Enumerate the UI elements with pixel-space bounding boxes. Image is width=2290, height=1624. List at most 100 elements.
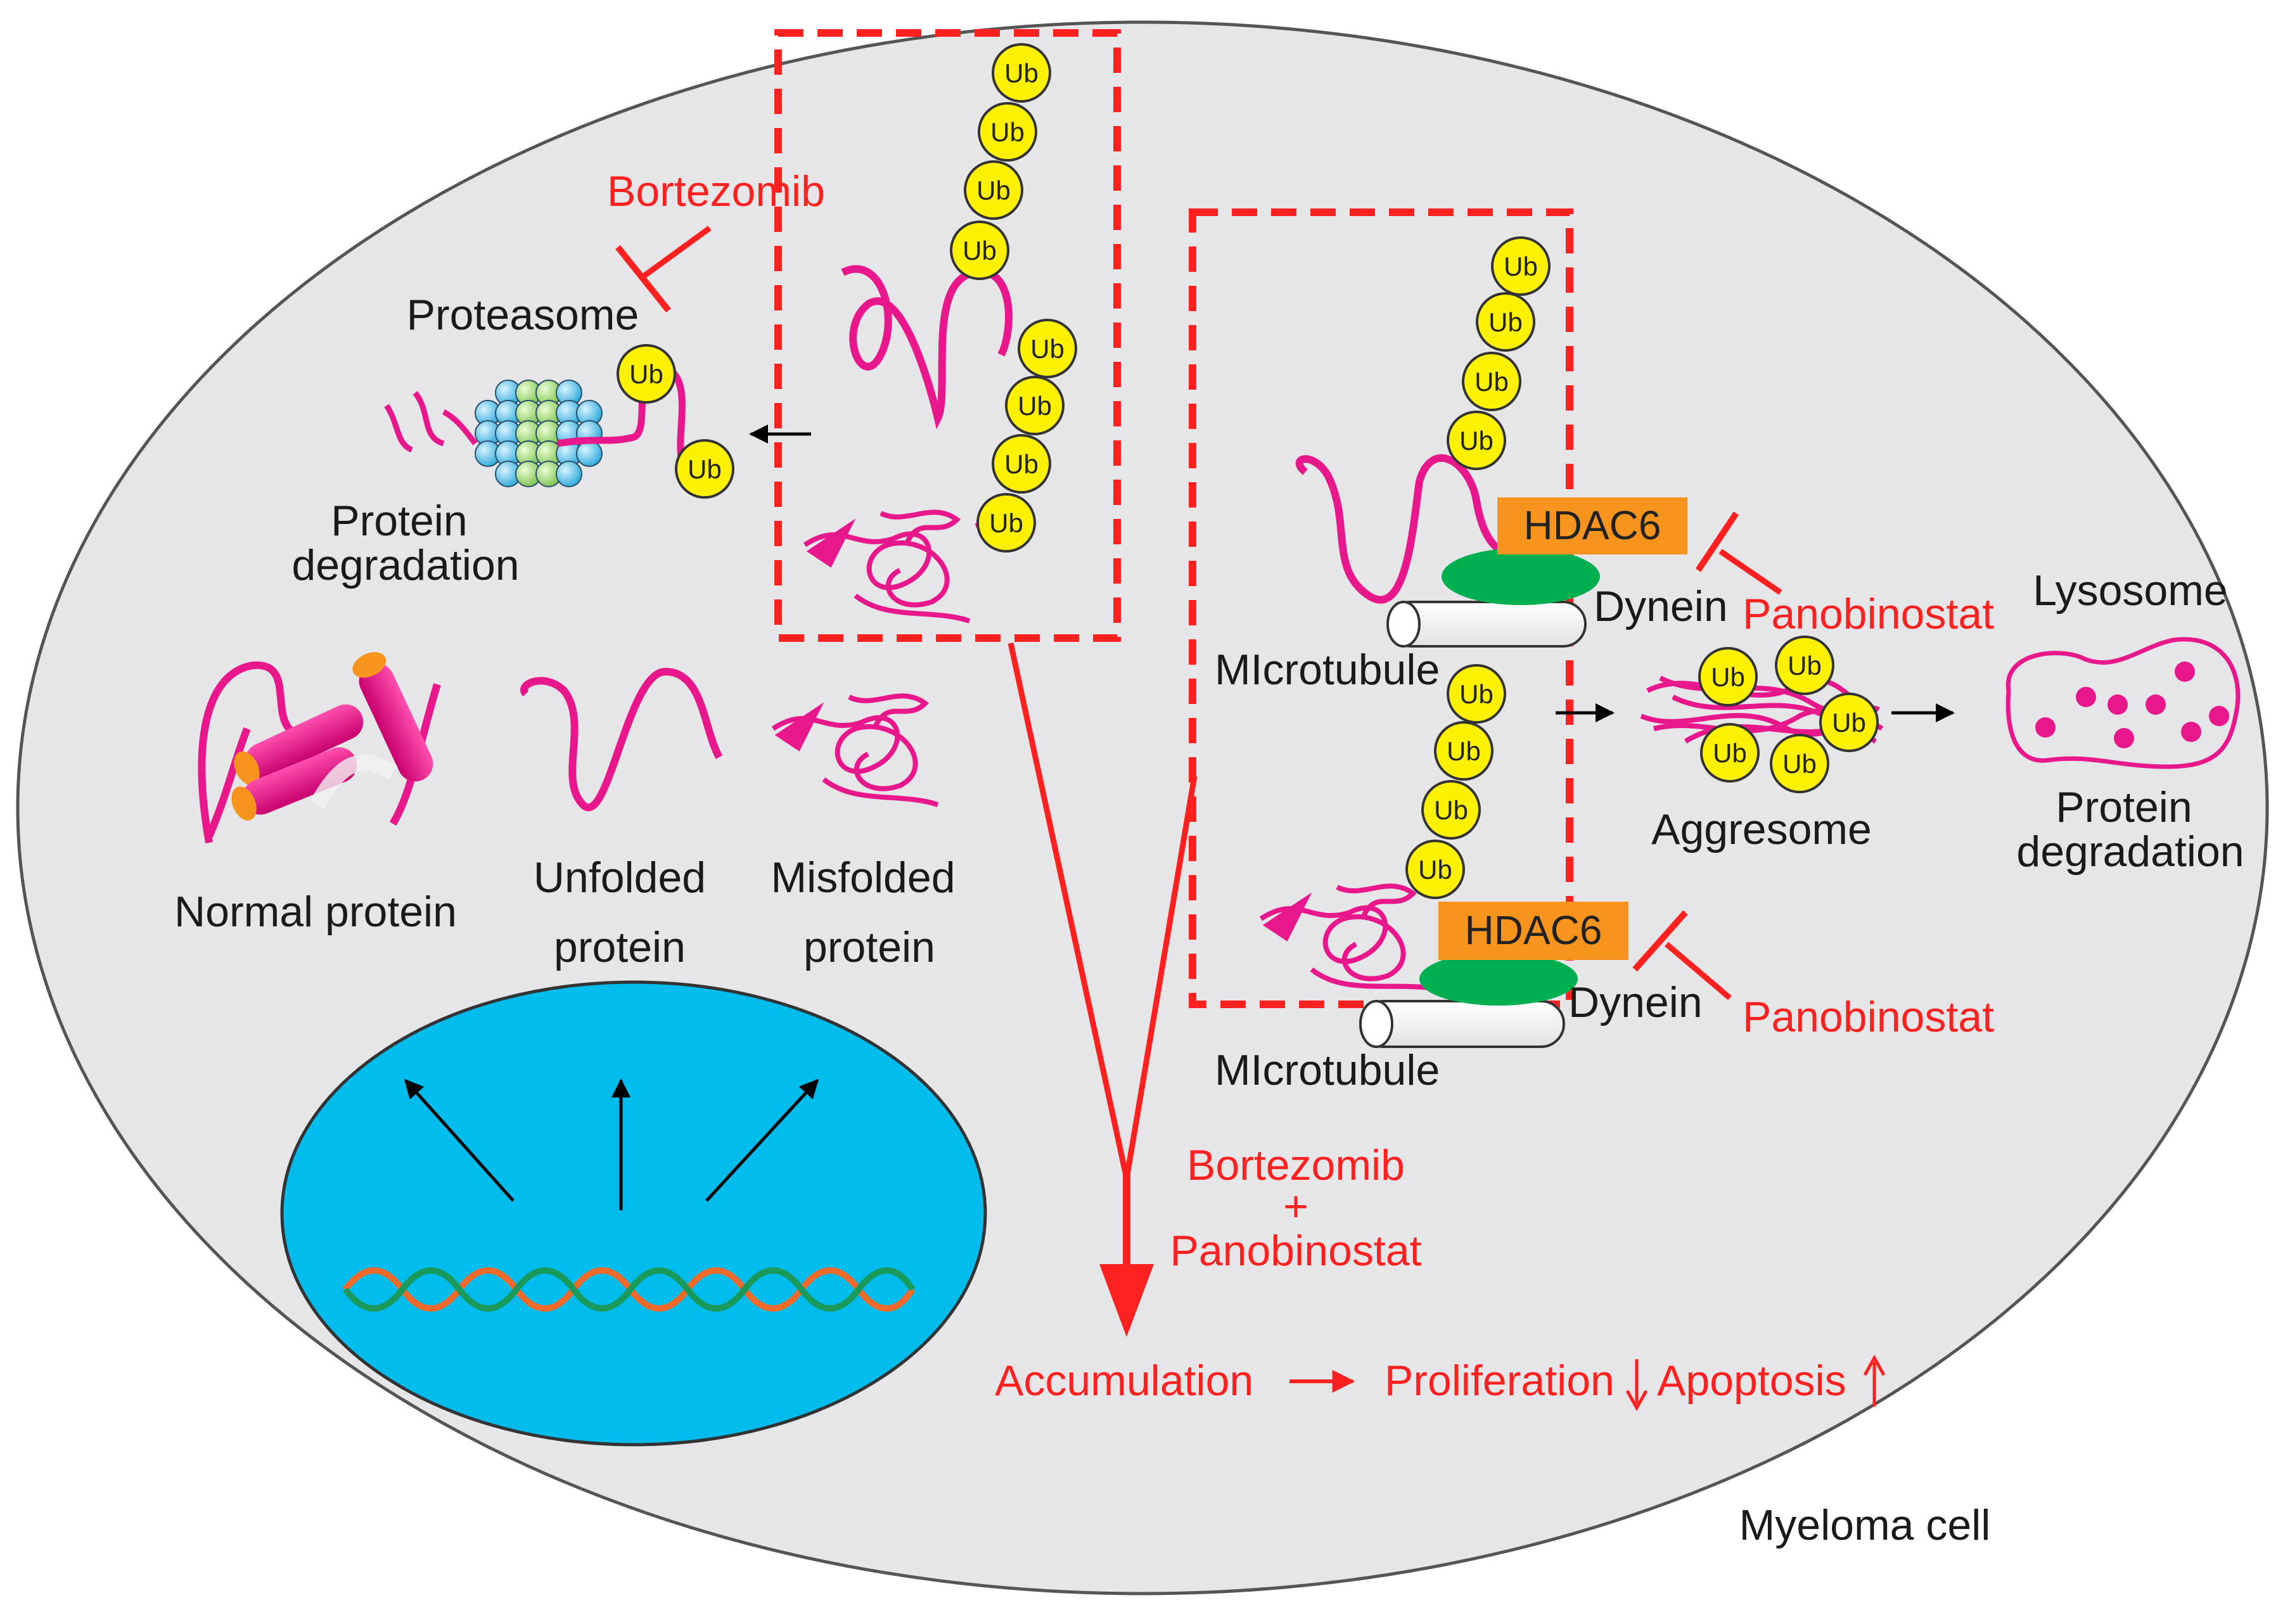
protein-degradation-left-line2: degradation (291, 541, 519, 589)
ubiquitin-icon: Ub (1775, 636, 1834, 695)
ubiquitin-icon: Ub (1434, 721, 1494, 781)
hdac6-bound-misfolded-protein (1259, 883, 1439, 991)
ubiquitin-label: Ub (1713, 738, 1747, 768)
ubiquitin-icon: Ub (1005, 376, 1065, 435)
ubiquitin-label: Ub (1004, 449, 1039, 479)
proliferation-label: Proliferation (1385, 1357, 1615, 1405)
unfolded-label-line2: protein (554, 923, 686, 971)
microtubule-icon (1359, 1000, 1565, 1048)
hdac6-bottom-box (1438, 902, 1628, 960)
inhibition-icon (1632, 910, 1732, 1001)
nucleus-icon (280, 980, 987, 1447)
ubiquitin-icon: Ub (1018, 319, 1077, 378)
misfolded-protein-icon (771, 693, 939, 807)
aggresome-label: Aggresome (1651, 805, 1872, 854)
lysosome-contents (2035, 662, 2229, 748)
protein-degradation-right-line2: degradation (2016, 828, 2244, 876)
normal-protein-icon (198, 652, 441, 844)
ubiquitin-icon: Ub (978, 102, 1037, 162)
dynein-top-label: Dynein (1594, 582, 1728, 630)
ubiquitin-icon: Ub (1476, 292, 1535, 352)
microtubule-bottom-label: MIcrotubule (1215, 1046, 1440, 1094)
ubiquitin-label: Ub (1018, 391, 1052, 421)
ubiquitin-label: Ub (1832, 708, 1866, 738)
ubiquitin-label: Ub (1782, 749, 1817, 779)
panobinostat-top-label: Panobinostat (1743, 590, 1994, 638)
myeloma-cell-label: Myeloma cell (1739, 1501, 1991, 1549)
ubiquitinated-proteins-box (774, 29, 1121, 642)
combination-plus: + (1283, 1182, 1308, 1231)
misfolded-label-line2: protein (803, 923, 935, 971)
dna-helix-icon (343, 1267, 916, 1312)
protein-degradation-right-line1: Protein (2056, 783, 2192, 831)
hdac6-bound-unfolded-protein (1295, 454, 1516, 604)
unfolded-protein-icon (520, 667, 723, 811)
ubiquitin-label: Ub (1434, 795, 1468, 825)
combination-line1: Bortezomib (1187, 1141, 1405, 1189)
ubiquitin-label: Ub (1030, 334, 1065, 364)
ubiquitin-icon: Ub (1447, 411, 1506, 470)
apoptosis-up-arrow (1863, 1354, 1886, 1407)
ubiquitin-icon: Ub (1770, 734, 1829, 793)
microtubule-icon (1386, 601, 1587, 648)
panobinostat-bottom-label: Panobinostat (1743, 993, 1994, 1041)
ubiquitin-label: Ub (1788, 651, 1822, 681)
ubiquitin-icon: Ub (1698, 647, 1758, 707)
lysosome-label: Lysosome (2033, 566, 2227, 615)
ubiquitin-icon: Ub (992, 43, 1051, 103)
proliferation-down-arrow (1625, 1359, 1648, 1412)
dynein-bottom (1419, 952, 1578, 1006)
combination-line3: Panobinostat (1170, 1227, 1422, 1275)
misfolded-label-line1: Misfolded (771, 854, 955, 902)
degraded-fragments (384, 391, 478, 453)
microtubule-top-label: MIcrotubule (1215, 646, 1440, 694)
ubiquitin-label: Ub (1474, 367, 1509, 397)
hdac6-top-box (1497, 497, 1687, 554)
ubiquitin-icon: Ub (617, 344, 676, 404)
ubiquitin-label: Ub (1459, 426, 1494, 456)
ubiquitin-label: Ub (1447, 736, 1481, 766)
ubiquitin-label: Ub (990, 117, 1025, 147)
inhibition-icon (615, 226, 712, 313)
lysosome-icon (2005, 637, 2241, 769)
ubiquitin-label: Ub (1504, 252, 1538, 281)
ubiquitin-label: Ub (1459, 679, 1494, 709)
ubiquitin-label: Ub (1418, 855, 1452, 885)
ubiquitin-icon: Ub (1462, 352, 1521, 411)
ubiquitin-icon: Ub (992, 434, 1051, 494)
ubiquitin-icon: Ub (1700, 723, 1760, 783)
ubiquitin-icon: Ub (1421, 780, 1481, 840)
accumulation-convergence-arrow (1007, 643, 1198, 1337)
ubiquitin-label: Ub (976, 176, 1011, 205)
transcription-arrow-right (705, 1078, 819, 1202)
dynein-bottom-label: Dynein (1568, 978, 1703, 1026)
normal-protein-label: Normal protein (174, 888, 457, 936)
hdac6-bottom-label: HDAC6 (1465, 907, 1602, 953)
ubiquitin-label: Ub (1711, 662, 1745, 692)
ubiquitin-label: Ub (629, 359, 663, 389)
ubiquitin-icon: Ub (1819, 693, 1879, 752)
ubiquitin-label: Ub (1488, 307, 1523, 337)
ubiquitin-label: Ub (688, 454, 722, 484)
ubiquitin-icon: Ub (976, 493, 1036, 553)
apoptosis-label: Apoptosis (1657, 1357, 1846, 1405)
inhibition-icon (1695, 511, 1782, 595)
ubiquitin-icon: Ub (1491, 236, 1551, 296)
ubiquitin-icon: Ub (675, 439, 734, 499)
ubiquitin-label: Ub (1004, 58, 1039, 88)
hdac6-top-label: HDAC6 (1524, 502, 1661, 548)
proteasome-label: Proteasome (407, 291, 639, 339)
dynein-top (1442, 548, 1600, 605)
ubiquitin-label: Ub (989, 508, 1023, 538)
transcription-arrow-left (404, 1078, 515, 1202)
protein-degradation-left-line1: Protein (331, 497, 467, 545)
ubiquitin-label: Ub (963, 236, 997, 265)
unfolded-label-line1: Unfolded (534, 854, 706, 902)
ubiquitin-icon: Ub (1405, 840, 1465, 899)
accumulation-label: Accumulation (995, 1357, 1253, 1405)
bortezomib-top-label: Bortezomib (607, 167, 825, 215)
ubiquitin-icon: Ub (1447, 664, 1506, 724)
ubiquitin-icon: Ub (964, 160, 1023, 220)
